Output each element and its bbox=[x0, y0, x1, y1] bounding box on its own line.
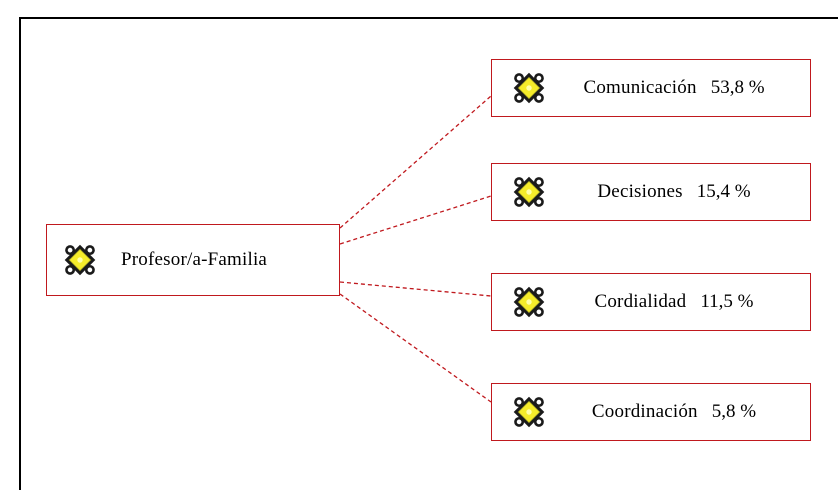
child-value: 11,5 % bbox=[700, 291, 754, 312]
root-label: Profesor/a-Familia bbox=[121, 249, 268, 270]
child-value: 5,8 % bbox=[711, 401, 757, 422]
diagram-frame bbox=[19, 17, 838, 490]
child-value: 53,8 % bbox=[710, 77, 765, 98]
node-cross-icon bbox=[510, 69, 548, 107]
connector-coordinacion bbox=[339, 293, 492, 403]
child-label: Coordinación bbox=[591, 401, 698, 422]
node-cross-icon bbox=[510, 283, 548, 321]
child-label: Comunicación bbox=[583, 77, 697, 98]
connector-cordialidad bbox=[339, 281, 492, 297]
child-node-comunicacion: Comunicación 53,8 % bbox=[491, 59, 811, 117]
child-node-cordialidad: Cordialidad 11,5 % bbox=[491, 273, 811, 331]
child-label: Decisiones bbox=[597, 181, 683, 202]
node-cross-icon bbox=[510, 393, 548, 431]
child-node-decisiones: Decisiones 15,4 % bbox=[491, 163, 811, 221]
connector-decisiones bbox=[339, 195, 492, 245]
child-node-coordinacion: Coordinación 5,8 % bbox=[491, 383, 811, 441]
node-cross-icon bbox=[510, 173, 548, 211]
child-label: Cordialidad bbox=[594, 291, 687, 312]
child-value: 15,4 % bbox=[696, 181, 751, 202]
connector-comunicacion bbox=[339, 95, 492, 229]
node-cross-icon bbox=[61, 241, 99, 279]
root-node: Profesor/a-Familia bbox=[46, 224, 340, 296]
